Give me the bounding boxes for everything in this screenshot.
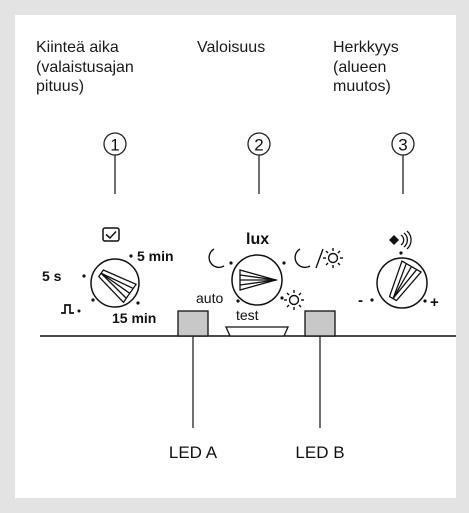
sensor-lens [224, 326, 290, 337]
heading-fixed-time: Kiinteä aika (valaistusajan pituus) [36, 38, 134, 97]
heading-line: Kiinteä aika [36, 39, 119, 56]
sensitivity-top-dot [399, 251, 403, 255]
auto-label: auto [196, 290, 223, 306]
time-dial-dots [82, 254, 140, 305]
pulse-icon [61, 304, 74, 314]
sensitivity-dial-dots [370, 298, 427, 303]
test-label: test [236, 307, 259, 323]
time-min-label: 5 s [42, 268, 62, 284]
sun-icon [284, 290, 304, 310]
callout-number: 3 [398, 136, 407, 155]
lux-dial-dots [229, 261, 286, 303]
callout-number: 1 [110, 136, 119, 155]
callout-3: 3 [391, 132, 415, 194]
timer-icon [102, 227, 120, 242]
sensitivity-minus-label: - [358, 292, 363, 309]
diagram-panel [15, 15, 456, 498]
pulse-dot [77, 309, 81, 313]
heading-line: (valaistusajan [36, 58, 134, 76]
time-dial[interactable] [90, 258, 140, 308]
time-mid-label: 5 min [137, 248, 174, 264]
sensitivity-dial[interactable] [376, 257, 428, 309]
heading-line: Herkkyys [333, 39, 399, 56]
callout-number: 2 [254, 136, 263, 155]
led-b-indicator [304, 310, 336, 337]
heading-brightness: Valoisuus [197, 38, 265, 58]
lux-dial[interactable] [231, 254, 283, 306]
heading-line: Valoisuus [197, 39, 266, 56]
led-a-label: LED A [169, 443, 218, 462]
heading-line: (alueen [333, 58, 387, 76]
sensitivity-plus-label: + [430, 294, 439, 311]
callout-2: 2 [247, 132, 271, 194]
time-max-label: 15 min [112, 310, 156, 326]
led-b-label: LED B [295, 443, 344, 462]
heading-sensitivity: Herkkyys (alueen muutos) [333, 38, 399, 97]
moon-icon [208, 248, 225, 269]
lux-title: lux [246, 231, 269, 248]
callout-1: 1 [103, 132, 127, 194]
heading-line: pituus) [36, 78, 85, 95]
led-a-indicator [177, 310, 209, 337]
moon-sun-icon [294, 248, 343, 269]
heading-line: muutos) [333, 78, 391, 95]
sensor-range-icon [389, 230, 412, 250]
